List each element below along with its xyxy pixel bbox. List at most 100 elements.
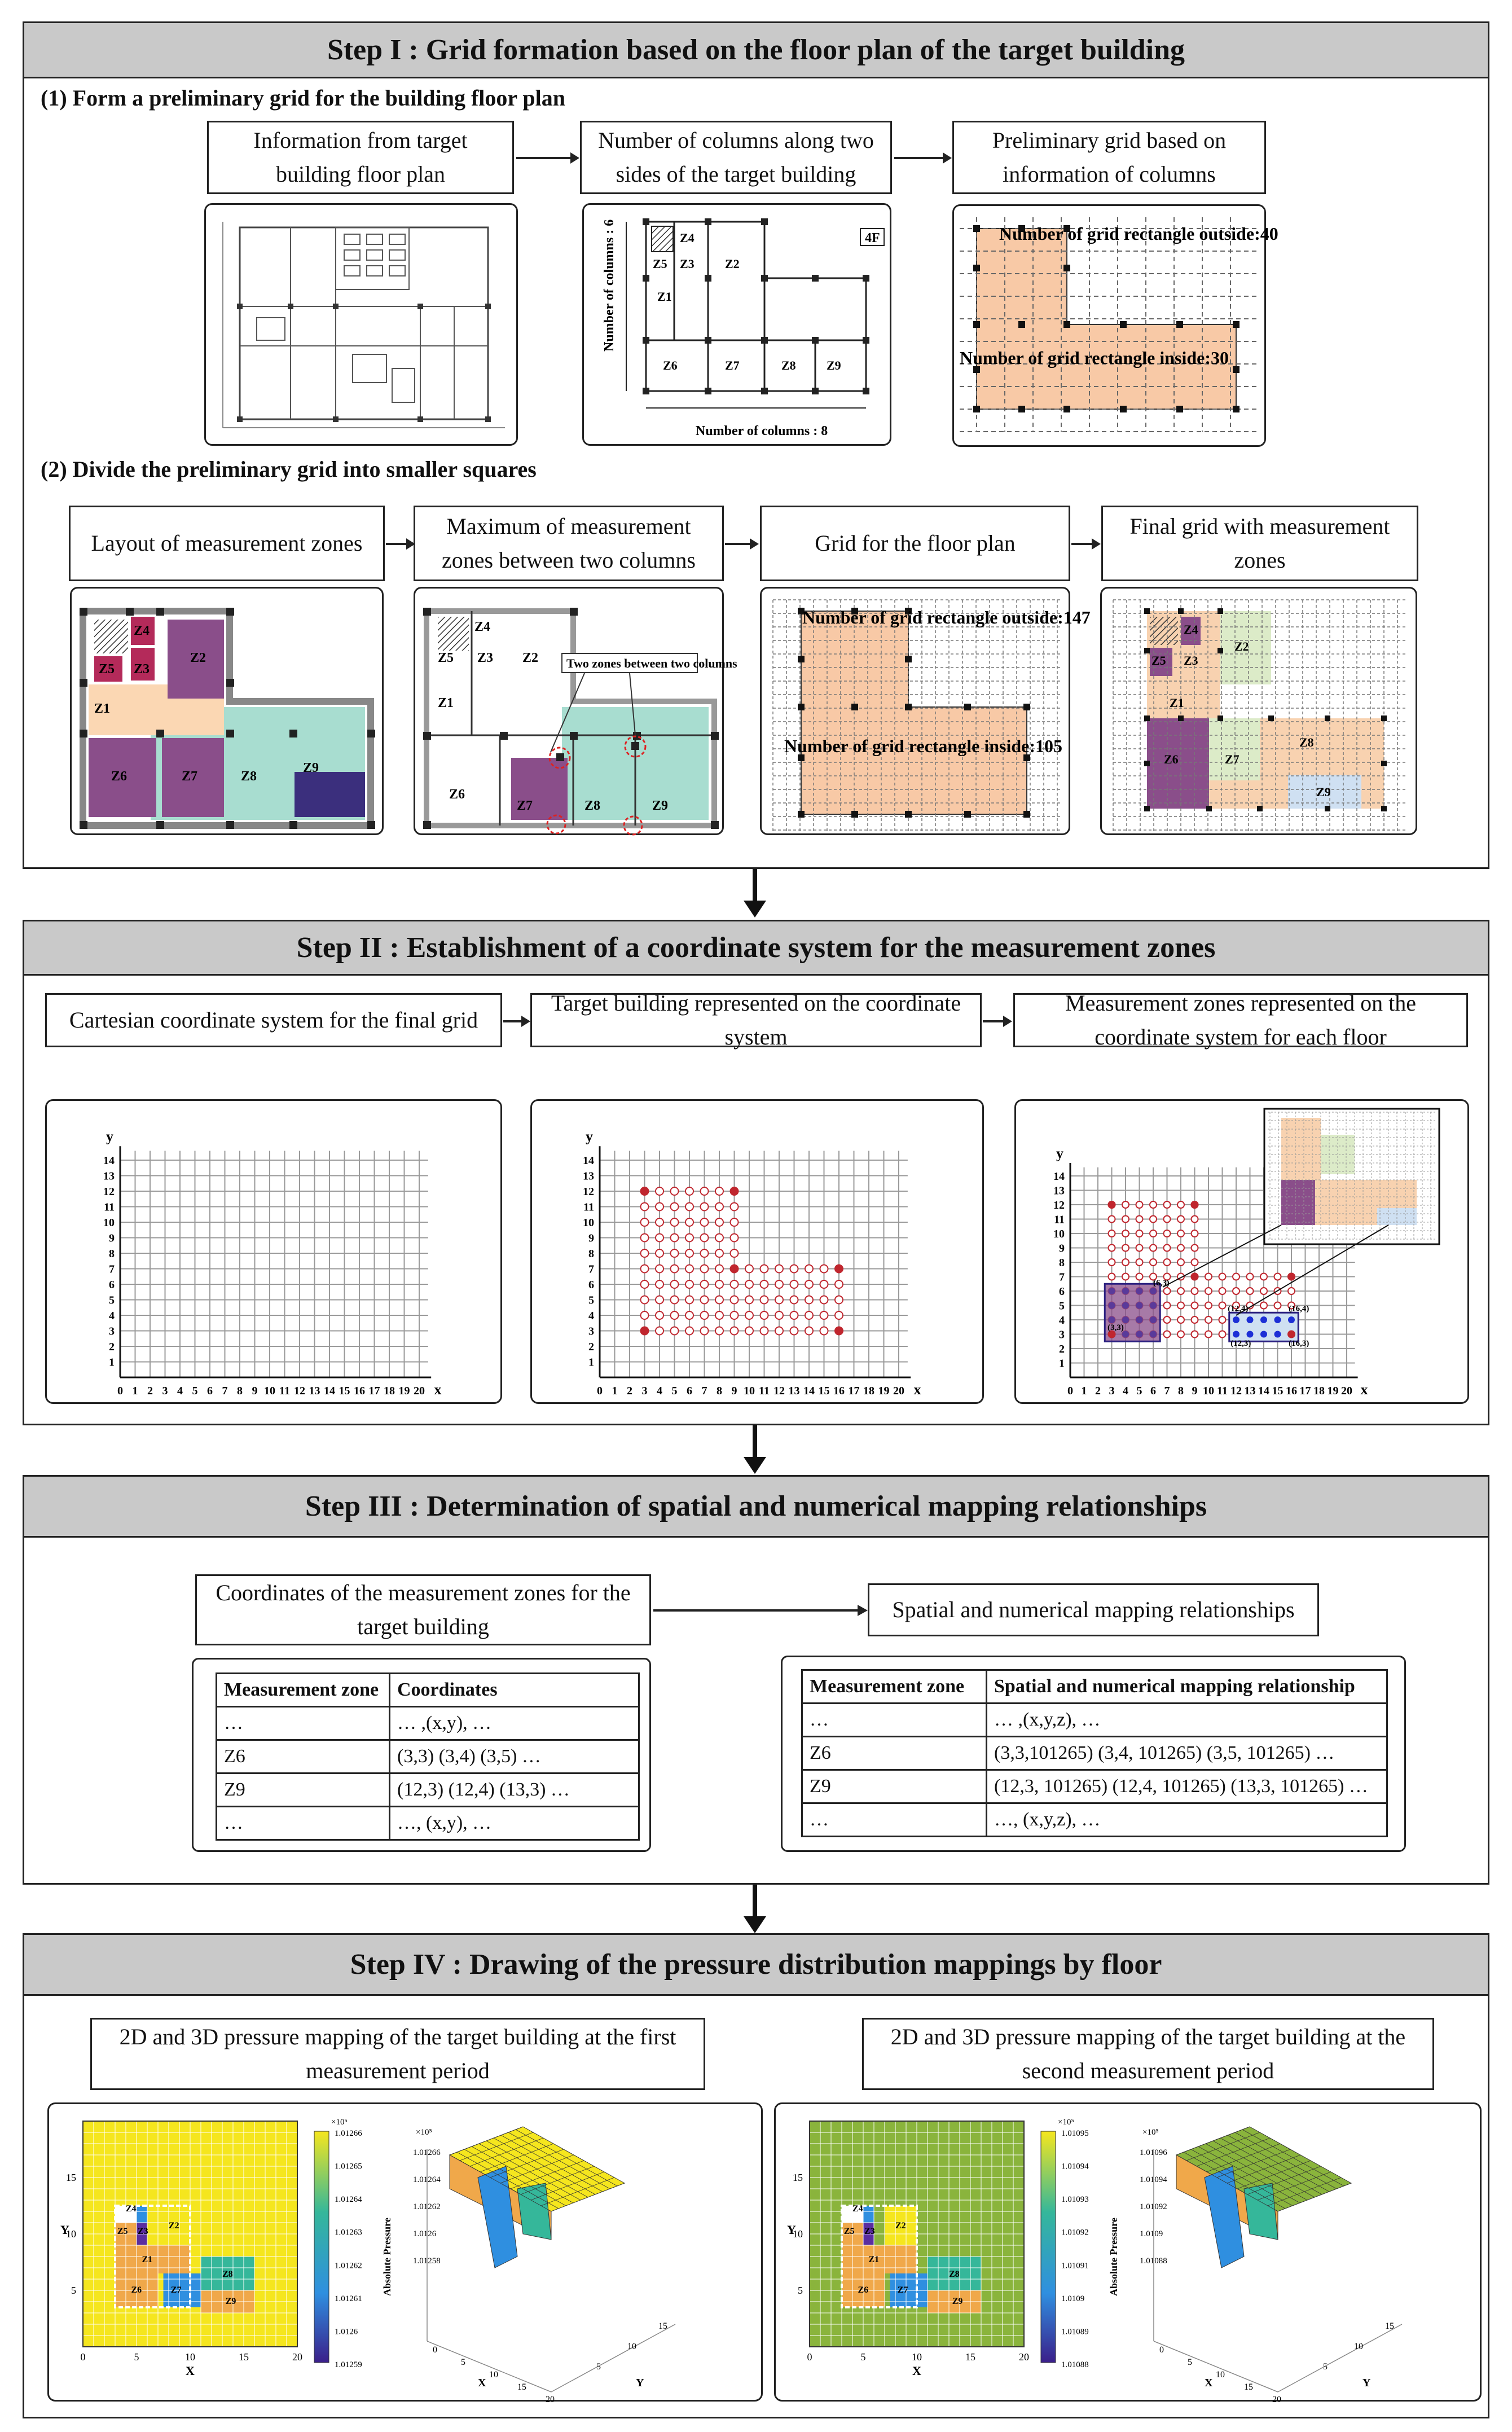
- zone-point: [1108, 1316, 1115, 1323]
- zone-point: [1150, 1316, 1157, 1323]
- table-row: …… ,(x,y,z), …: [801, 1702, 1388, 1737]
- box-first-period: 2D and 3D pressure mapping of the target…: [90, 2018, 705, 2090]
- x-axis-label: X: [186, 2364, 195, 2378]
- zone-label: Z3: [864, 2227, 875, 2236]
- x-axis-label: x: [914, 1381, 921, 1398]
- arrow-icon: [503, 1016, 530, 1027]
- x-tick-label: 12: [773, 1385, 785, 1397]
- grid-point: [670, 1187, 679, 1196]
- grid-point: [670, 1311, 679, 1320]
- zone-point: [1260, 1331, 1267, 1338]
- zone-point: [1233, 1331, 1240, 1338]
- x-tick-label: 13: [1245, 1385, 1256, 1397]
- step2-title: Step II : Establishment of a coordinate …: [24, 921, 1488, 976]
- box-gridfloor: Grid for the floor plan: [760, 506, 1070, 581]
- grid-point: [1232, 1272, 1240, 1281]
- colorbar-tick: 1.01265: [335, 2162, 362, 2171]
- grid-point: [670, 1326, 679, 1336]
- zone-label: Z2: [169, 2221, 179, 2231]
- two-zones-note: Two zones between two columns: [566, 656, 737, 670]
- x-tick-label: 5: [861, 2351, 866, 2363]
- zone-label: Z4: [134, 624, 150, 638]
- zone-label: Z9: [827, 358, 841, 372]
- grid-point: [640, 1264, 649, 1274]
- colorbar-exponent: ×10⁵: [1058, 2118, 1074, 2127]
- y3d-label: Y: [636, 2377, 644, 2389]
- y-tick-label: 13: [583, 1170, 594, 1183]
- grid-point: [1218, 1301, 1227, 1310]
- x-tick-label: 14: [1258, 1385, 1269, 1397]
- zone-point: [1122, 1331, 1129, 1338]
- x-tick-label: 19: [1328, 1385, 1339, 1397]
- mesh-line: [520, 2166, 595, 2195]
- arrow-icon: [386, 538, 415, 550]
- grid-point: [759, 1280, 769, 1289]
- grid-point: [685, 1311, 694, 1320]
- zone-label: Z7: [725, 358, 740, 372]
- y-tick-label: 1: [588, 1357, 594, 1369]
- x-tick-label: 9: [1192, 1385, 1198, 1397]
- grid-point: [789, 1311, 799, 1320]
- mesh-line: [1267, 2177, 1342, 2206]
- x-tick-label: 15: [1272, 1385, 1284, 1397]
- grid-point: [729, 1187, 739, 1196]
- grid-point: [1177, 1287, 1185, 1295]
- table-row: ……, (x,y,z), …: [801, 1802, 1388, 1837]
- x-tick-label: 3: [642, 1385, 648, 1397]
- grid-point: [700, 1233, 709, 1243]
- z-axis-label: Absolute Pressure: [381, 2218, 393, 2296]
- y-tick-label: 8: [1059, 1257, 1065, 1269]
- table-row: Z6(3,3) (3,4) (3,5) …: [216, 1739, 640, 1774]
- coord-annotation: (16,4): [1289, 1305, 1309, 1314]
- grid-point: [729, 1249, 739, 1258]
- y-tick-label: 8: [588, 1248, 594, 1260]
- x-tick-label: 7: [1164, 1385, 1170, 1397]
- grid-point: [685, 1187, 694, 1196]
- column-marker: [1063, 265, 1070, 271]
- grid-point: [1205, 1287, 1212, 1295]
- zone-point: [1136, 1288, 1143, 1294]
- colorbar-tick: 1.01093: [1061, 2195, 1089, 2204]
- mesh-line: [515, 2129, 618, 2187]
- floor-plan-drawing: [222, 222, 505, 428]
- axis-3d: [551, 2324, 676, 2393]
- x-tick-label: 9: [732, 1385, 737, 1397]
- grid-point: [834, 1280, 843, 1289]
- y-tick-label: 10: [66, 2228, 76, 2240]
- grid-point: [1107, 1258, 1116, 1266]
- x-tick-label: 7: [702, 1385, 707, 1397]
- column-marker: [1217, 715, 1223, 721]
- grid-point: [819, 1311, 829, 1320]
- y-tick-label: 13: [1053, 1185, 1065, 1197]
- x-tick-label: 6: [207, 1385, 213, 1397]
- zone-label: Z1: [869, 2255, 880, 2264]
- zone-label: Z5: [844, 2227, 855, 2236]
- y-tick-label: 2: [588, 1341, 594, 1353]
- x-tick-label: 13: [789, 1385, 800, 1397]
- grid-point: [759, 1326, 769, 1336]
- grid-point: [1287, 1301, 1295, 1310]
- colorbar-tick: 1.0126: [335, 2327, 358, 2336]
- y-axis-label: y: [586, 1129, 593, 1145]
- column-marker: [905, 704, 912, 710]
- column-marker: [1023, 811, 1030, 818]
- grid-point: [700, 1264, 709, 1274]
- x-tick-label: 16: [833, 1385, 845, 1397]
- x-tick-label: 9: [252, 1385, 258, 1397]
- column-marker: [1120, 406, 1127, 412]
- zone-cell: [201, 2257, 254, 2290]
- y-tick-label: 8: [109, 1248, 115, 1260]
- grid-point: [1122, 1215, 1129, 1223]
- grid-point: [745, 1311, 754, 1320]
- x-tick-label: 11: [279, 1385, 290, 1397]
- column-marker: [798, 656, 805, 662]
- x3d-label: X: [1205, 2377, 1213, 2389]
- zone-label: Z2: [190, 651, 206, 665]
- coord-annotation: (12,4): [1228, 1305, 1248, 1314]
- y-tick-label: 2: [1059, 1343, 1065, 1355]
